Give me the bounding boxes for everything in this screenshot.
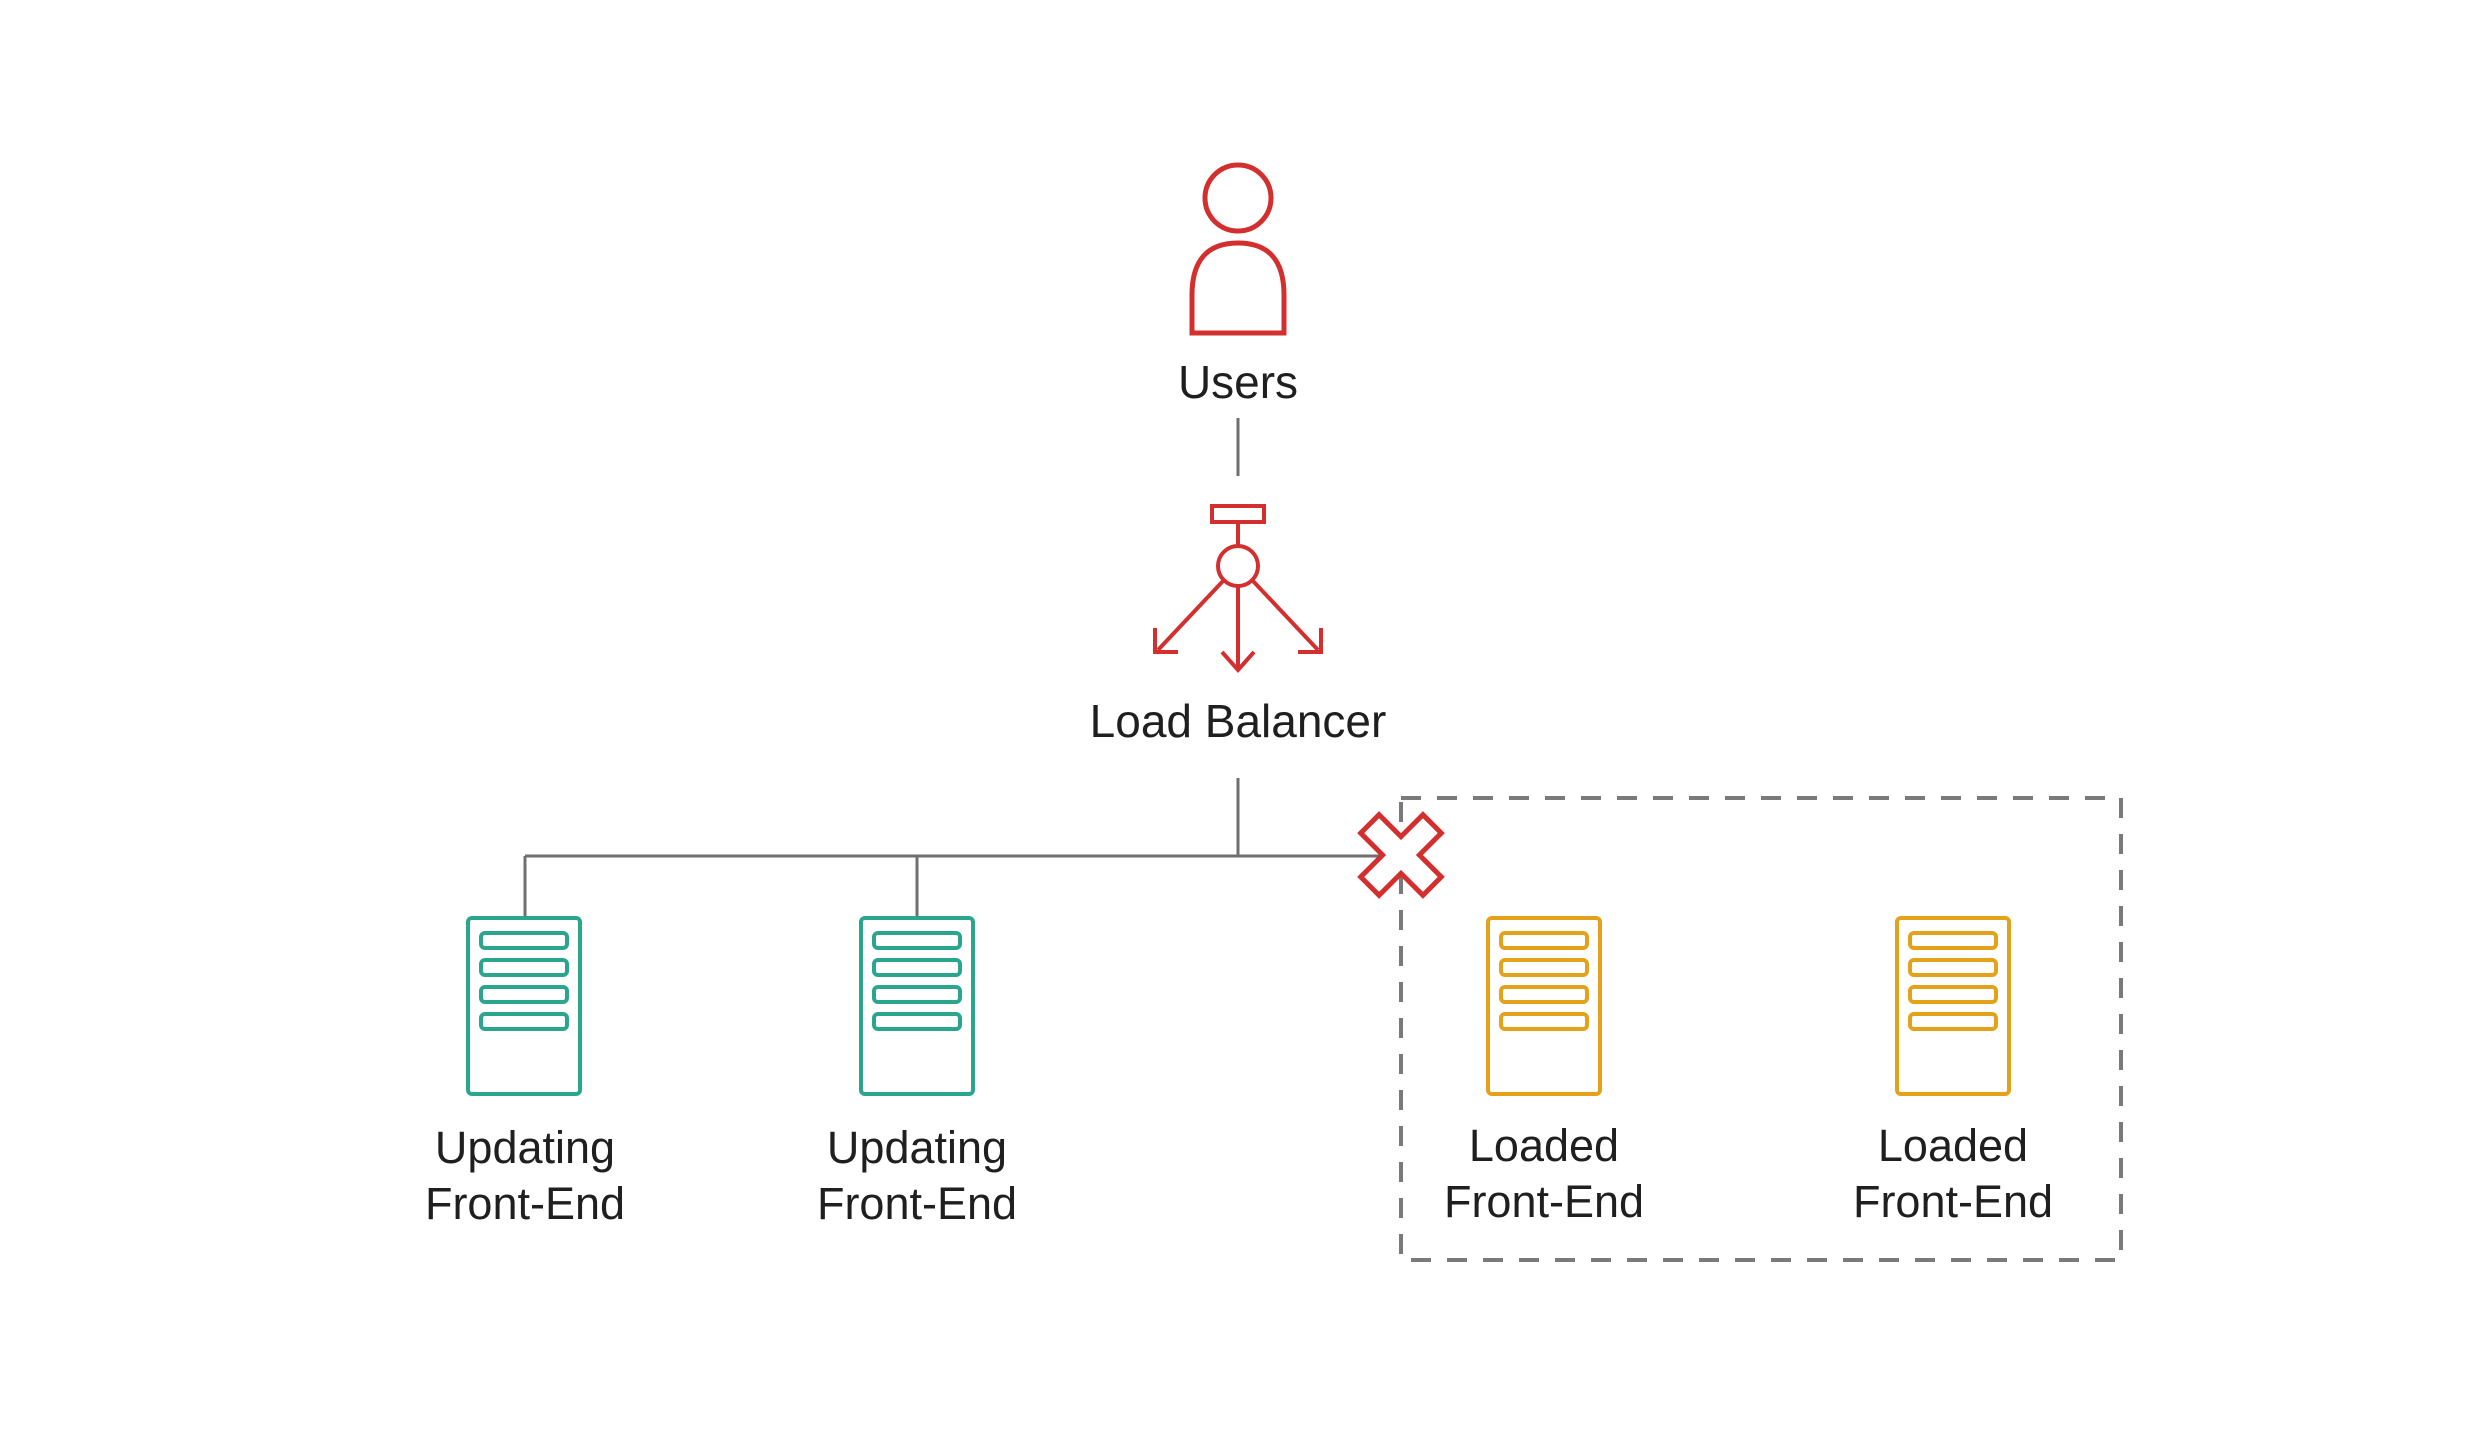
server-label-line2: Front-End — [1443, 1176, 1645, 1227]
disconnected-x-icon — [1357, 811, 1445, 899]
server-label-line1: Loaded — [1877, 1120, 2029, 1171]
load-balancer-icon — [1153, 504, 1323, 674]
connector-lines — [523, 778, 1380, 918]
server-label-line2: Front-End — [816, 1178, 1018, 1229]
server-label-line1: Updating — [826, 1122, 1008, 1173]
server-label-line2: Front-End — [1852, 1176, 2054, 1227]
server-label: Loaded Front-End — [1444, 1118, 1644, 1230]
user-icon — [1189, 162, 1287, 336]
server-label-line1: Updating — [434, 1122, 616, 1173]
server-label-line1: Loaded — [1468, 1120, 1620, 1171]
server-label: Updating Front-End — [817, 1120, 1017, 1232]
loaded-front-end-group — [1399, 796, 2123, 1262]
server-icon — [1895, 916, 2011, 1096]
server-label: Updating Front-End — [425, 1120, 625, 1232]
server-label-line2: Front-End — [424, 1178, 626, 1229]
server-icon — [859, 916, 975, 1096]
load-balancer-label: Load Balancer — [1089, 695, 1387, 747]
server-label: Loaded Front-End — [1853, 1118, 2053, 1230]
server-icon — [1486, 916, 1602, 1096]
server-icon — [466, 916, 582, 1096]
users-label: Users — [1177, 356, 1299, 408]
